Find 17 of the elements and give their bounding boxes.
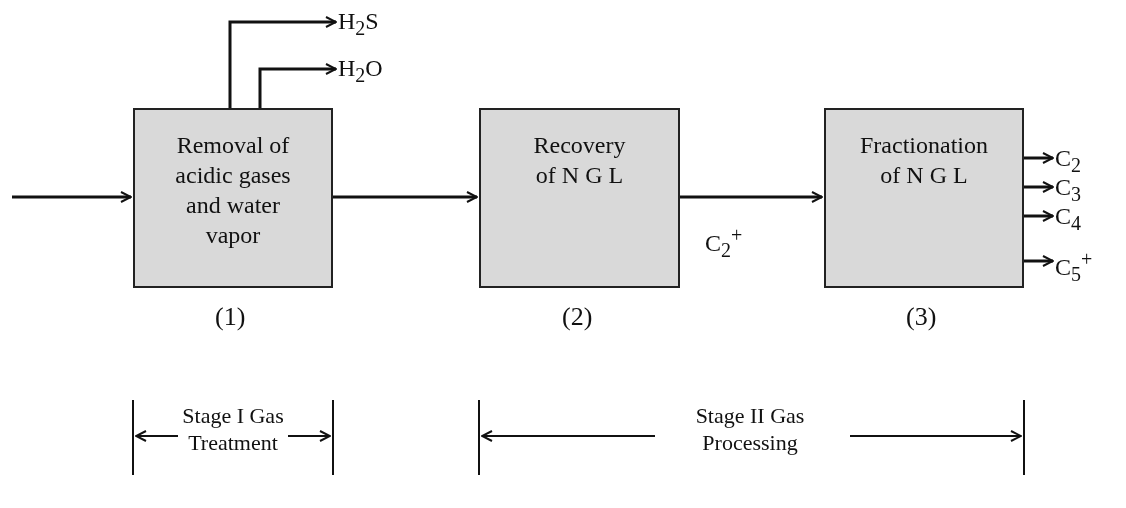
step-number: (2) <box>562 302 593 332</box>
step-number: (3) <box>906 302 937 332</box>
process-box: Fractionation of N G L <box>824 108 1024 288</box>
step-number: (1) <box>215 302 246 332</box>
product-label: H$_{2}$S <box>338 8 379 41</box>
flow-arrow <box>333 191 478 203</box>
flow-arrow <box>1024 255 1054 267</box>
flow-arrow <box>12 191 132 203</box>
process-box: Removal of acidic gases and water vapor <box>133 108 333 288</box>
process-box: Recovery of N G L <box>479 108 680 288</box>
flow-arrow <box>680 191 823 203</box>
flow-arrow <box>228 16 337 108</box>
flow-arrow <box>1024 210 1054 222</box>
flow-arrow <box>1024 152 1054 164</box>
flow-arrow <box>1024 181 1054 193</box>
flow-arrow <box>258 63 337 108</box>
product-label: H$_{2}$O <box>338 55 383 88</box>
